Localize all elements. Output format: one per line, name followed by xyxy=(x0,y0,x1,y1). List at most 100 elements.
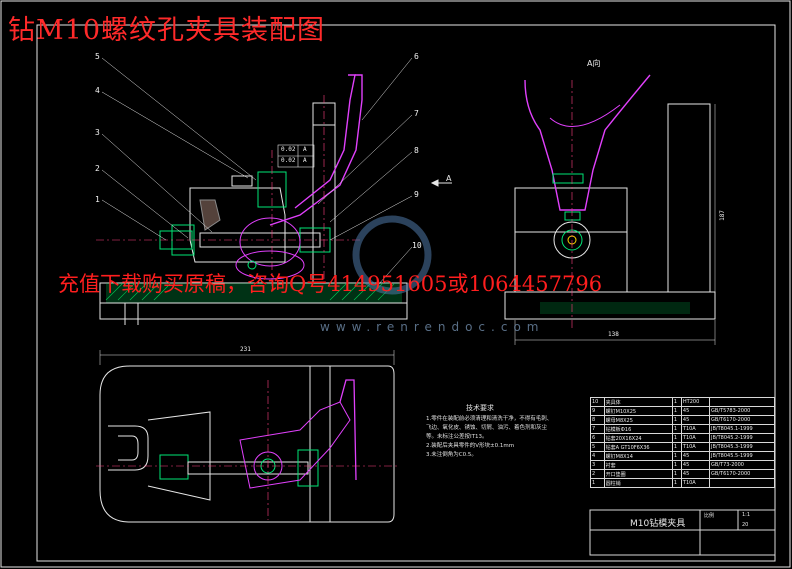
bom-cell: 8 xyxy=(590,415,605,425)
bom-cell: 螺钉M8X14 xyxy=(603,451,673,461)
bom-cell: 45 xyxy=(680,451,711,461)
bom-cell: GB/T6170-2000 xyxy=(709,415,775,425)
bom-cell: 6 xyxy=(590,433,605,443)
bom-cell: 圆柱销 xyxy=(603,478,673,488)
bom-cell: JB/T8045.2-1999 xyxy=(709,433,775,443)
bom-cell: GB/T6170-2000 xyxy=(709,469,775,479)
title-block-frame xyxy=(589,509,776,556)
bom-cell: T10A xyxy=(680,442,711,452)
dimension-width-side: 138 xyxy=(608,331,619,338)
notes-line: 等。未标注公差按IT13。 xyxy=(426,434,488,440)
tolerance-value-2: 0.02 xyxy=(281,157,296,164)
inner-border xyxy=(36,24,776,562)
notes-line: 飞边、氧化皮、锈蚀、切屑、油污、着色剂和灰尘 xyxy=(426,425,548,431)
bom-cell: JB/T8045.3-1999 xyxy=(709,442,775,452)
ad-banner-text: 充值下载购买原稿，咨询Q号414951605或1064457796 xyxy=(58,272,603,296)
notes-heading: 技术要求 xyxy=(466,404,494,412)
bom-cell: 钻套A GT10F6X36 xyxy=(603,442,673,452)
bom-cell: HT200 xyxy=(680,397,711,407)
bom-cell: 1 xyxy=(671,442,682,452)
title-block-sheet: 20 xyxy=(742,522,749,528)
bom-cell: 1 xyxy=(671,424,682,434)
callout-7: 7 xyxy=(414,109,419,118)
callout-1: 1 xyxy=(95,195,100,204)
bom-cell: 1 xyxy=(671,469,682,479)
bom-cell xyxy=(709,397,775,407)
title-block-name: M10钻模夹具 xyxy=(630,519,686,529)
bom-cell: 螺钉M10X25 xyxy=(603,406,673,416)
front-view xyxy=(96,57,452,325)
bom-cell: 1 xyxy=(671,415,682,425)
arrow-label-a: A xyxy=(446,174,452,183)
bom-cell: 45 xyxy=(680,469,711,479)
bom-cell: 9 xyxy=(590,406,605,416)
bom-cell: 螺母M8X25 xyxy=(603,415,673,425)
tolerance-value-1: 0.02 xyxy=(281,146,296,153)
bom-cell: 钻套20X16X24 xyxy=(603,433,673,443)
top-view xyxy=(96,350,400,523)
tolerance-datum-2: A xyxy=(303,157,307,164)
bom-cell: 钻模板Ф16 xyxy=(603,424,673,434)
bom-cell: 1 xyxy=(671,433,682,443)
bom-cell: 10 xyxy=(590,397,605,407)
bom-cell: 1 xyxy=(671,397,682,407)
bom-cell xyxy=(709,478,775,488)
bom-cell: 1 xyxy=(590,478,605,488)
bom-cell: JB/T8045.5-1999 xyxy=(709,451,775,461)
bom-cell: 45 xyxy=(680,406,711,416)
title-block-scale: 1:1 xyxy=(742,512,751,518)
callout-4: 4 xyxy=(95,86,100,95)
callout-10: 10 xyxy=(412,241,422,250)
bom-cell: 衬套 xyxy=(603,460,673,470)
callout-3: 3 xyxy=(95,128,100,137)
bom-cell: GB/T73-2000 xyxy=(709,460,775,470)
notes-line: 2.装配后夹具零件的V形块±0.1mm xyxy=(426,443,515,449)
bom-cell: 7 xyxy=(590,424,605,434)
callout-9: 9 xyxy=(414,190,419,199)
bom-cell: 1 xyxy=(671,478,682,488)
bom-cell: 3 xyxy=(590,460,605,470)
dimension-width-top: 231 xyxy=(240,346,251,353)
drawing-title: 钻M10螺纹孔夹具装配图 xyxy=(8,15,326,46)
callout-6: 6 xyxy=(414,52,419,61)
bom-cell: 1 xyxy=(671,406,682,416)
tolerance-datum-1: A xyxy=(303,146,307,153)
notes-line: 1.零件在装配前必须清理和清洗干净，不得有毛刺、 xyxy=(426,416,553,422)
callout-5: 5 xyxy=(95,52,100,61)
bom-cell: 45 xyxy=(680,460,711,470)
title-block: M10钻模夹具 比例 1:1 20 xyxy=(590,510,775,555)
side-view xyxy=(504,74,716,345)
bom-cell: T10A xyxy=(680,424,711,434)
callout-2: 2 xyxy=(95,164,100,173)
bom-cell: T10A xyxy=(680,433,711,443)
callout-8: 8 xyxy=(414,146,419,155)
bom-cell: 夹具体 xyxy=(603,397,673,407)
watermark-logo xyxy=(352,215,432,295)
watermark-url: www.renrendoc.com xyxy=(320,320,545,334)
bom-cell: T10A xyxy=(680,478,711,488)
dimension-height-side: 187 xyxy=(718,210,726,221)
bom-cell: 开口垫圈 xyxy=(603,469,673,479)
bom-cell: 1 xyxy=(671,451,682,461)
bom-cell: 4 xyxy=(590,451,605,461)
bom-cell: 2 xyxy=(590,469,605,479)
notes-line: 3.未注倒角为C0.5。 xyxy=(426,452,477,458)
bom-cell: 45 xyxy=(680,415,711,425)
technical-requirements: 技术要求 1.零件在装配前必须清理和清洗干净，不得有毛刺、 飞边、氧化皮、锈蚀、… xyxy=(426,404,566,460)
bom-cell: JB/T8045.1-1999 xyxy=(709,424,775,434)
title-block-scale-label: 比例 xyxy=(704,513,715,519)
view-label-a: A向 xyxy=(587,59,601,68)
